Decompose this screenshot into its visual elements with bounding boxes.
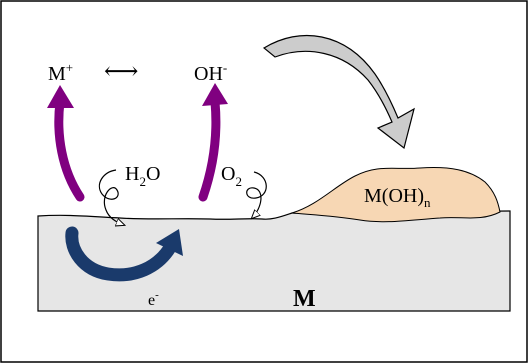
metal-block xyxy=(37,210,511,312)
blue-circular-arrow xyxy=(65,226,183,282)
curved-gray-arrow xyxy=(262,35,415,150)
anion-label: OH- xyxy=(194,60,227,85)
purple-up-arrow-left xyxy=(47,85,85,202)
water-label: H2O xyxy=(125,163,160,189)
equilibrium-arrow: ⟷ xyxy=(104,59,138,85)
oxygen-label: O2 xyxy=(221,163,242,189)
hydroxide-deposit xyxy=(291,167,501,223)
curly-arrow-oxygen xyxy=(246,171,267,218)
purple-up-arrow-right xyxy=(198,83,228,202)
electron-label: e- xyxy=(148,289,159,309)
metal-label: M xyxy=(293,286,316,312)
hydroxide-label: M(OH)n xyxy=(364,185,431,210)
cation-label: M+ xyxy=(48,60,73,85)
curly-arrow-water xyxy=(98,169,124,225)
